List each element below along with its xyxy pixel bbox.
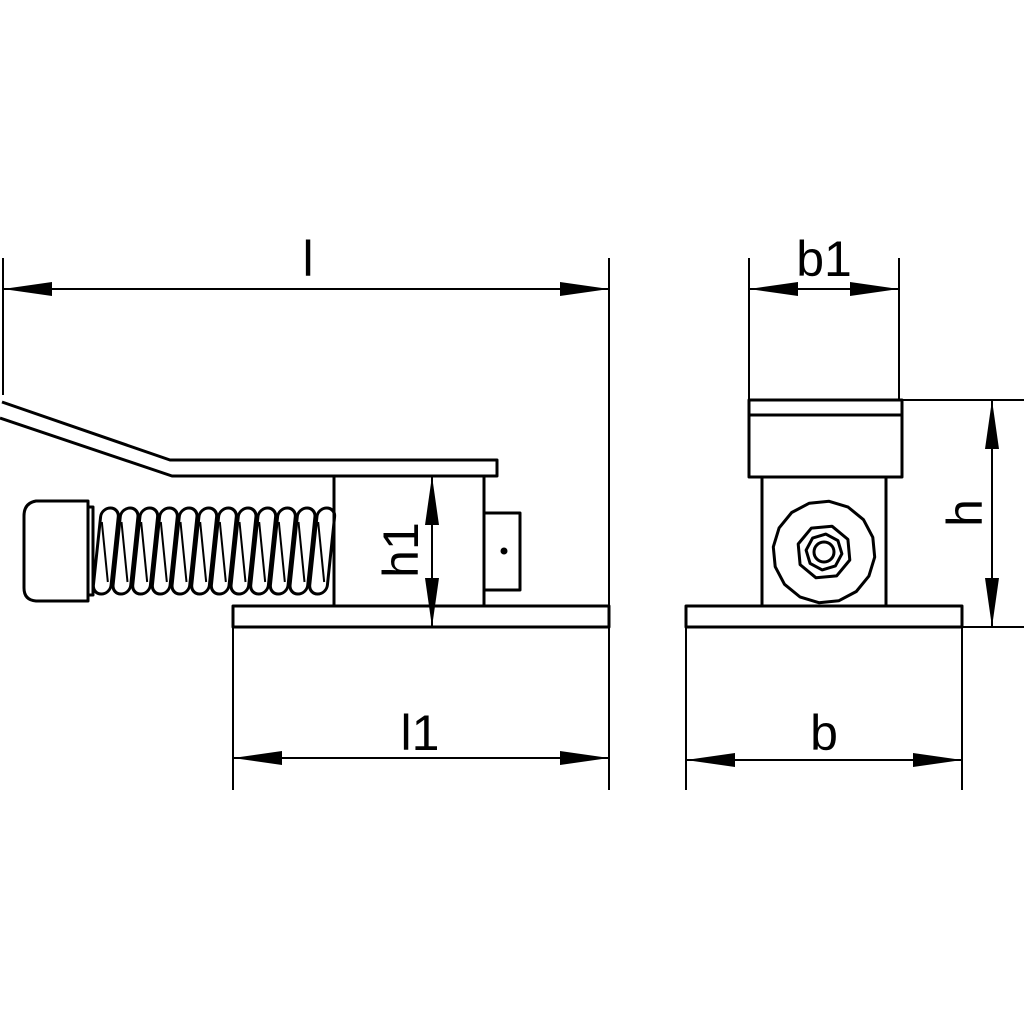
cap-flange xyxy=(86,505,95,597)
spring-coil-inner xyxy=(218,521,227,583)
spring-coil-inner xyxy=(297,521,306,583)
spring-coil xyxy=(308,506,337,596)
arrow-head xyxy=(985,578,999,627)
fitting-outer-circle xyxy=(771,499,877,605)
pedal-top-block xyxy=(747,398,904,479)
hex-fitting-inner xyxy=(804,532,844,572)
spring-coil-inner xyxy=(258,521,267,583)
spring-coil xyxy=(170,506,199,596)
spring-coil-inner xyxy=(317,521,326,583)
dim-label-h: h xyxy=(937,499,993,527)
dimension-lines: l l1 h1 b1 b h xyxy=(2,231,1024,790)
arrow-head xyxy=(560,751,609,765)
arrow-head xyxy=(560,282,609,296)
side-port xyxy=(482,511,522,592)
spring-coil xyxy=(131,506,160,596)
dim-label-l1: l1 xyxy=(401,705,440,761)
spring-coil-inner xyxy=(100,521,109,583)
spring xyxy=(91,506,337,596)
spring-coil-inner xyxy=(179,521,188,583)
spring-coil xyxy=(150,506,179,596)
dim-label-b1: b1 xyxy=(796,231,852,287)
spring-coil-inner xyxy=(277,521,286,583)
dim-label-l: l xyxy=(302,231,313,287)
arrow-head xyxy=(749,282,798,296)
dim-label-b: b xyxy=(810,705,838,761)
arrow-head xyxy=(233,751,282,765)
arrow-head xyxy=(425,578,439,627)
arrow-head xyxy=(425,476,439,525)
spring-coil-inner xyxy=(120,521,129,583)
dim-label-h1: h1 xyxy=(373,522,429,578)
arrow-head xyxy=(913,753,962,767)
side-view xyxy=(0,400,611,629)
spring-coil-inner xyxy=(238,521,247,583)
spring-coil xyxy=(209,506,238,596)
spring-coil xyxy=(268,506,297,596)
arrow-head xyxy=(985,400,999,449)
spring-coil xyxy=(229,506,258,596)
spring-coil xyxy=(288,506,317,596)
port-dot xyxy=(500,547,508,555)
arrow-head xyxy=(850,282,899,296)
base-plate xyxy=(231,604,611,629)
end-cap xyxy=(22,499,90,603)
spring-coil xyxy=(249,506,278,596)
pedal-lever xyxy=(0,400,499,478)
arrow-head xyxy=(3,282,52,296)
spring-coil xyxy=(190,506,219,596)
spring-coil xyxy=(111,506,140,596)
front-view xyxy=(684,398,964,629)
spring-coil-inner xyxy=(140,521,149,583)
spring-coil-inner xyxy=(159,521,168,583)
arrow-head xyxy=(686,753,735,767)
base-plate-front xyxy=(684,604,964,629)
spring-coil xyxy=(91,506,120,596)
hex-fitting-outer xyxy=(796,524,852,580)
spring-coil-inner xyxy=(199,521,208,583)
fitting-bore xyxy=(812,540,836,564)
